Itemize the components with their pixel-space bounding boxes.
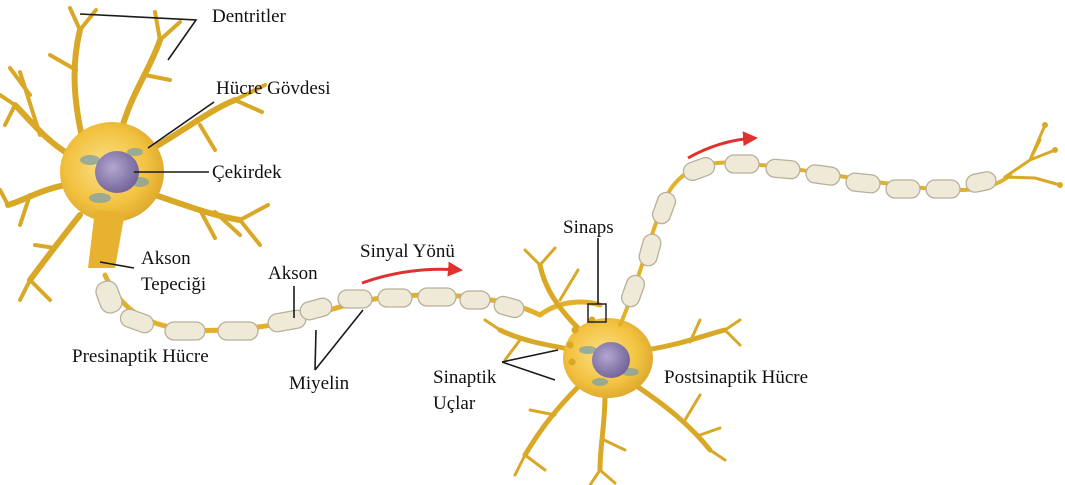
label-sinaptik-uclar-line2: Uçlar: [433, 393, 476, 414]
label-sinaps: Sinaps: [563, 217, 614, 238]
label-sinaptik-uclar-line1: Sinaptik: [433, 367, 497, 388]
signal-direction-arrow: [362, 269, 460, 283]
axon-terminal-branches: [1005, 122, 1063, 188]
myelin-sheaths-postsynaptic: [619, 155, 997, 309]
label-akson-tepecigi-line2: Tepeciği: [141, 274, 206, 295]
label-hucre-govdesi: Hücre Gövdesi: [216, 78, 331, 99]
label-sinyal-yonu: Sinyal Yönü: [360, 241, 455, 262]
presynaptic-nucleus: [95, 151, 139, 193]
label-cekirdek: Çekirdek: [212, 162, 282, 183]
label-akson-tepecigi-line1: Akson: [141, 248, 191, 269]
label-dentritler: Dentritler: [212, 6, 287, 27]
label-miyelin: Miyelin: [289, 373, 350, 394]
postsynaptic-nucleus: [592, 342, 630, 378]
label-presinaptik-hucre: Presinaptik Hücre: [72, 346, 209, 367]
label-postsinaptik-hucre: Postsinaptik Hücre: [664, 367, 808, 388]
label-akson: Akson: [268, 263, 318, 284]
